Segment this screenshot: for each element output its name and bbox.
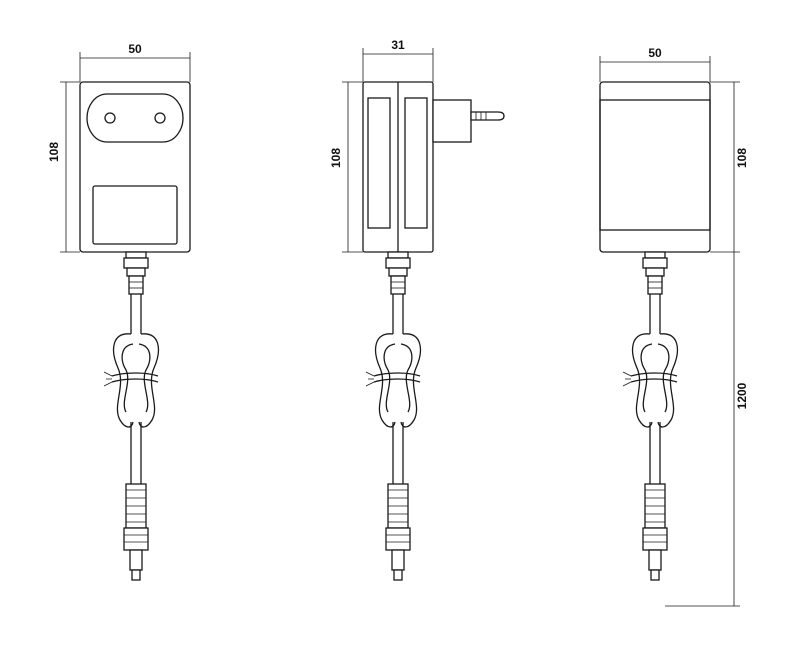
side-view: 31 108 [329,38,505,581]
back-height-dimension: 108 [735,148,749,168]
side-width-dimension: 31 [391,38,405,52]
eu-plug-socket-icon [86,93,184,143]
back-width-dimension: 50 [648,46,662,60]
cable-length-dimension: 1200 [735,382,749,409]
front-height-dimension: 108 [47,142,61,162]
back-adapter-body [599,81,711,253]
front-adapter-body [79,81,191,253]
eu-plug-pins-icon [432,99,505,143]
front-view: 50 108 [47,42,191,581]
side-height-dimension: 108 [329,148,343,168]
front-label-panel [92,185,178,245]
front-width-dimension: 50 [128,42,142,56]
back-view: 50 108 1200 [599,46,749,607]
